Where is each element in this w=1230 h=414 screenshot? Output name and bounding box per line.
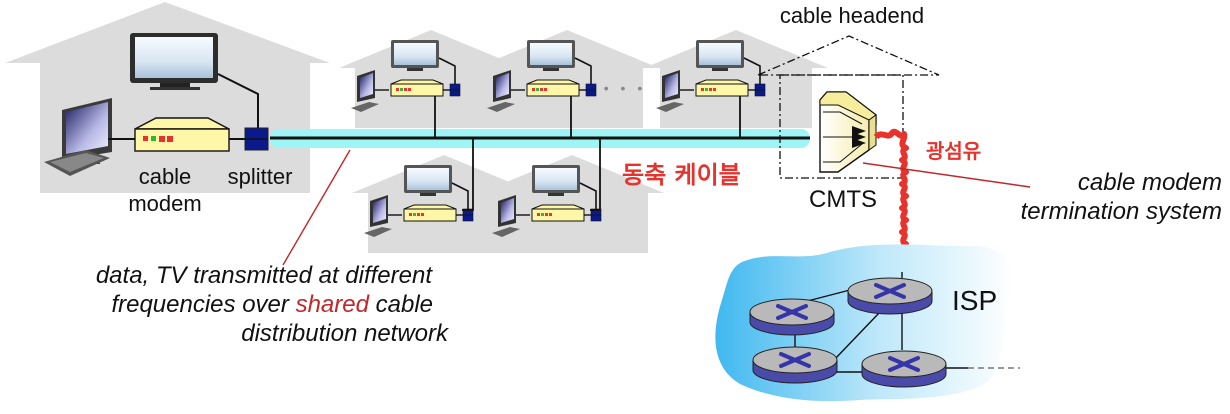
splitter-icon [244, 127, 269, 151]
cmts-icon [819, 91, 877, 173]
shared-highlight: shared [296, 291, 370, 318]
shared-note-line2: frequencies over shared cable [111, 291, 433, 318]
isp-label: ISP [952, 285, 997, 316]
cable-modem-label-2: modem [128, 191, 201, 216]
cmts-description-2: termination system [1021, 198, 1222, 225]
fiber-cable [873, 128, 909, 278]
cable-modem-label-1: cable [139, 164, 192, 189]
computer-icon [44, 98, 112, 176]
cmts-label: CMTS [809, 186, 877, 213]
fiber-korean-label: 광섬유 [926, 139, 981, 163]
tv-icon [130, 33, 218, 90]
shared-note-line3: distribution network [241, 320, 450, 347]
isp-links [791, 289, 968, 373]
router-icon [748, 297, 836, 337]
cmts-callout-line [862, 162, 1031, 188]
headend-title: cable headend [780, 3, 924, 28]
house-top-3 [643, 29, 829, 129]
splitter-label: splitter [228, 164, 293, 189]
headend-outline [757, 35, 940, 179]
router-icon [846, 276, 934, 316]
router-icon [751, 345, 839, 385]
house-top-2 [474, 29, 660, 129]
ellipsis: • • • [604, 80, 646, 96]
shared-note-post: cable [369, 291, 433, 318]
shared-note-pre: frequencies over [111, 291, 295, 318]
cable-modem-icon [134, 117, 230, 152]
shared-callout-line [282, 149, 351, 266]
router-icon [860, 349, 948, 389]
drop-line [462, 138, 474, 211]
tv-cable [217, 73, 259, 128]
cmts-description-1: cable modem [1078, 169, 1222, 196]
shared-note-line1: data, TV transmitted at different [96, 262, 433, 289]
drop-line [590, 138, 601, 211]
coax-korean-label: 동축 케이블 [622, 161, 741, 189]
